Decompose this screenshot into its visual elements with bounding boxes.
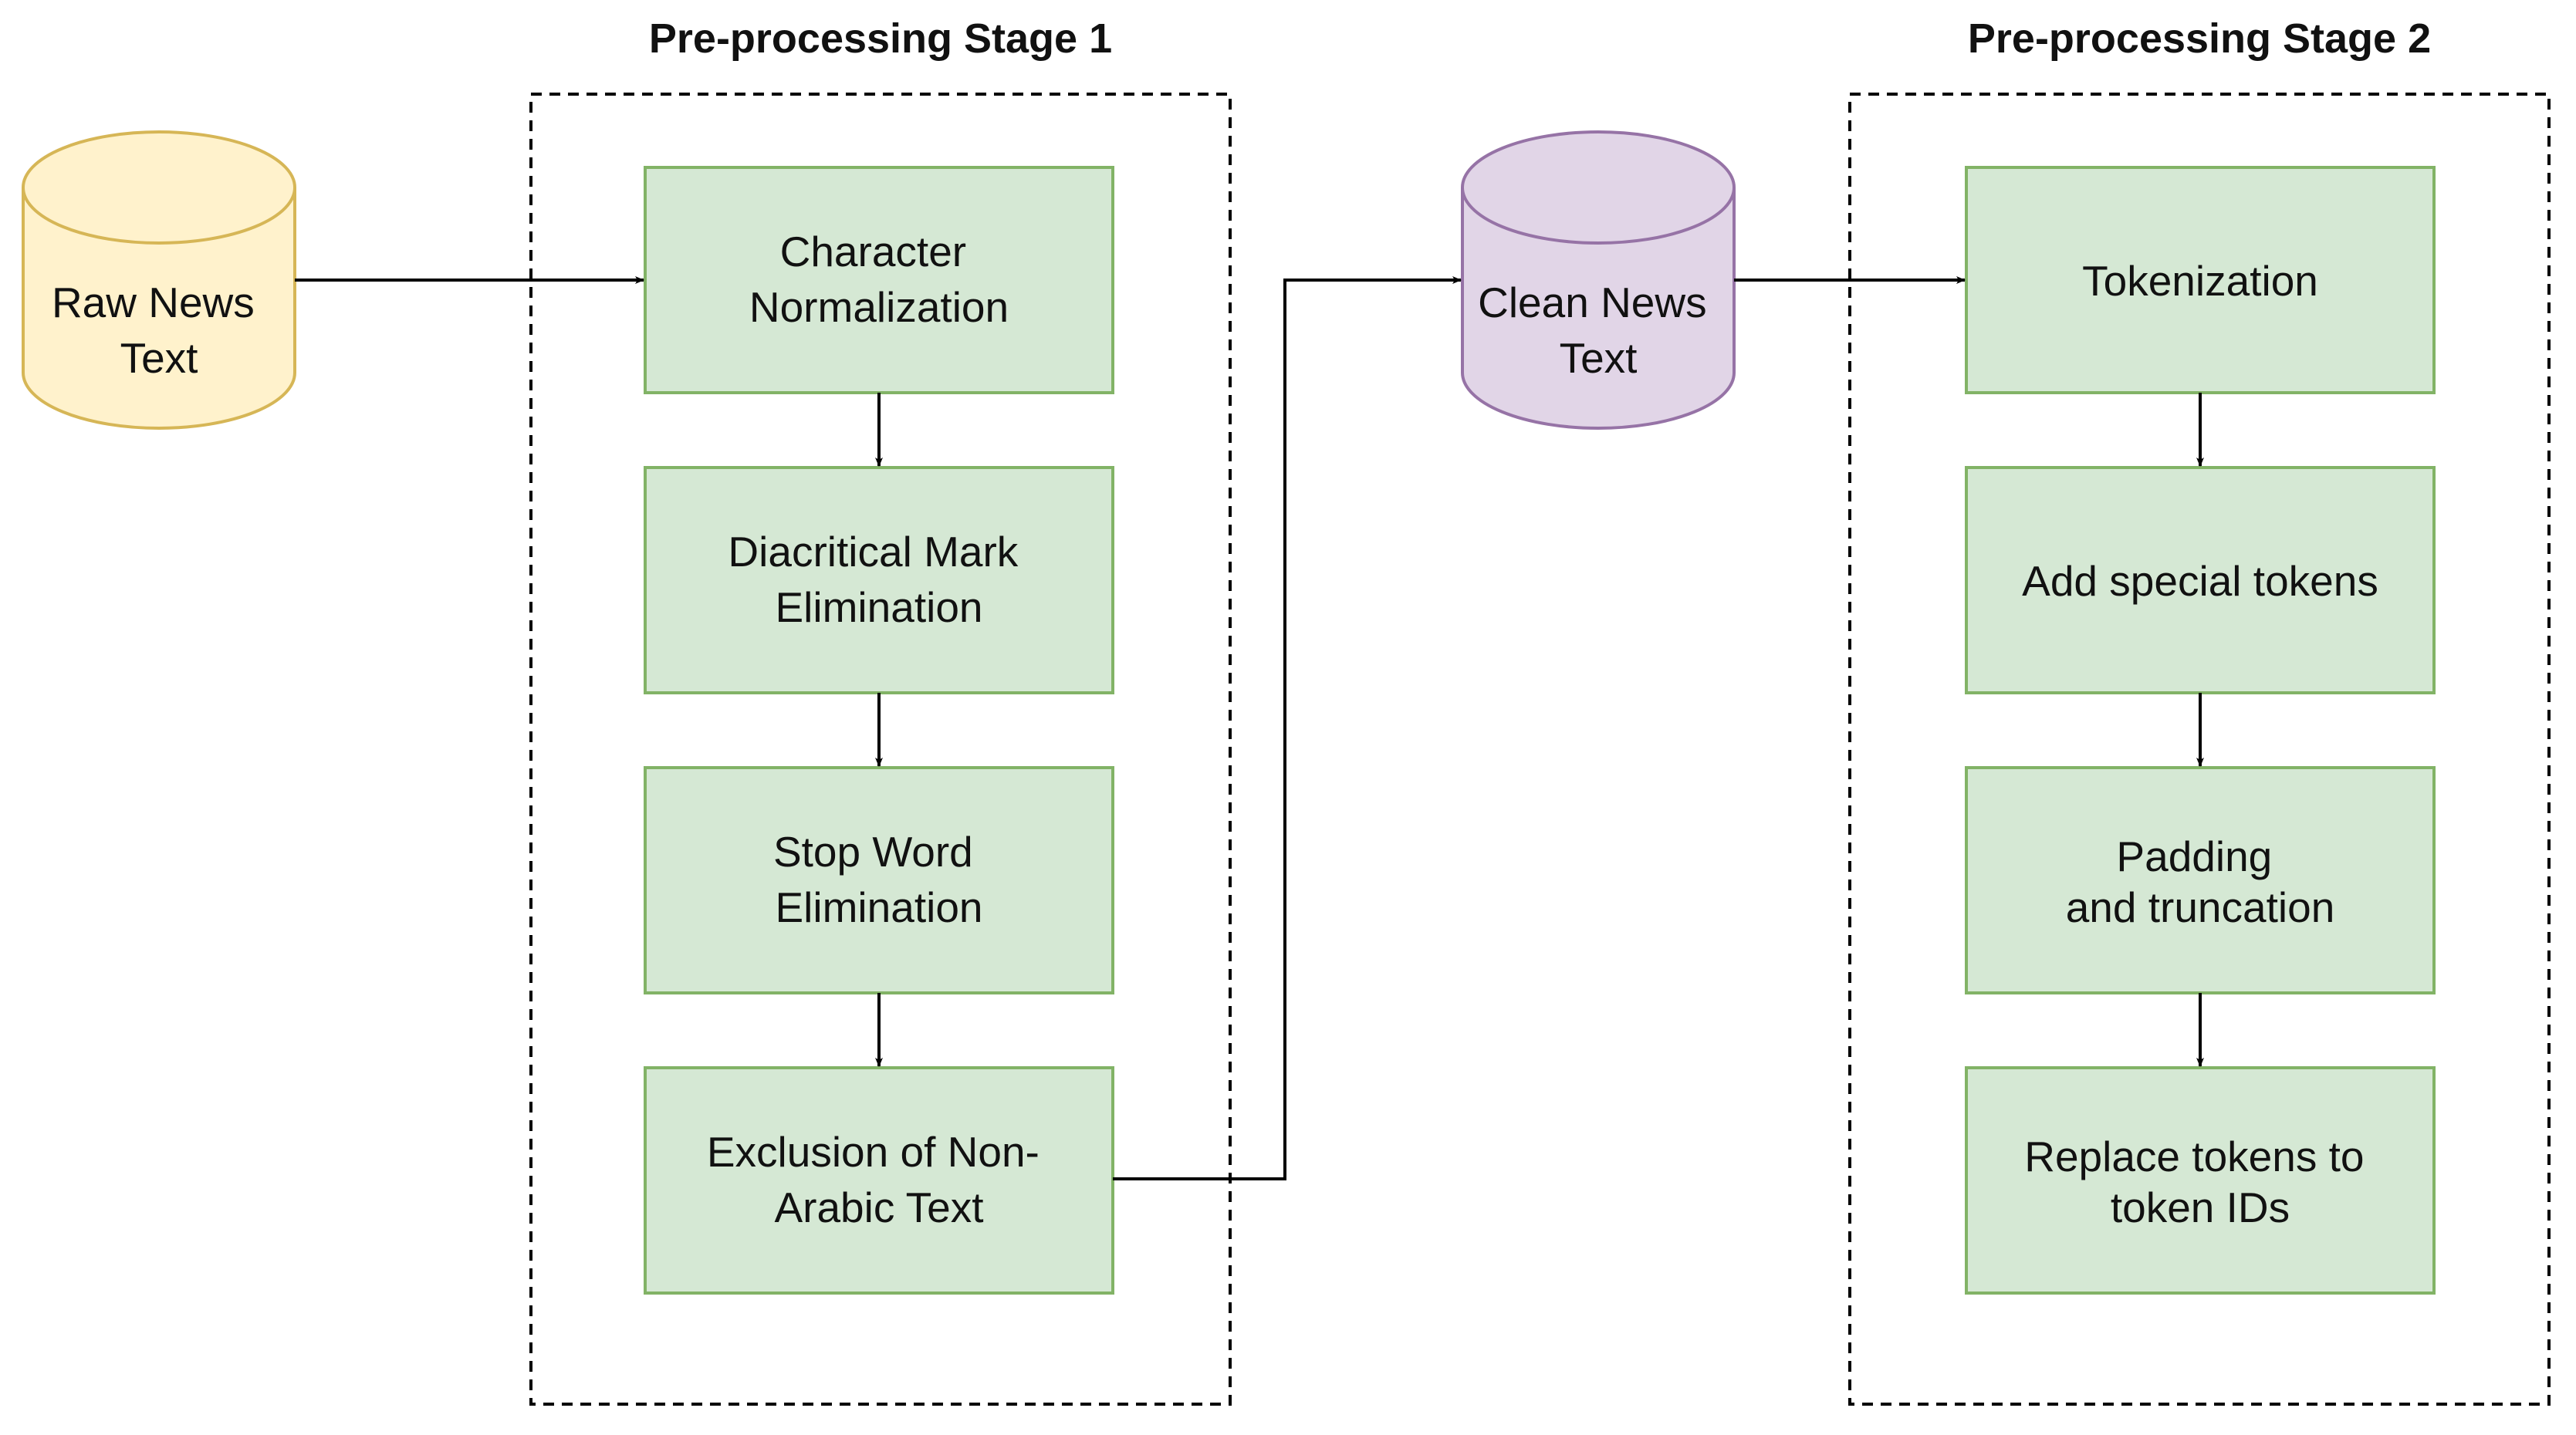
step-label-line-2: Arabic Text <box>774 1183 983 1231</box>
step-label: Add special tokens <box>2022 557 2378 605</box>
step-label: Padding and truncation <box>2066 832 2335 931</box>
clean-db-top <box>1461 130 1736 245</box>
raw-db-label: Raw News Text <box>52 279 266 382</box>
step-box <box>644 166 1114 394</box>
step-label-line-1: Exclusion of Non- <box>707 1128 1040 1176</box>
step-box <box>1965 1066 2436 1295</box>
step-label-line-1: Tokenization <box>2082 257 2318 305</box>
step-label: Stop Word Elimination <box>773 828 985 931</box>
step-label-line-1: Character <box>780 228 966 275</box>
step-label-line-1: Padding <box>2116 832 2272 880</box>
stage1-step-diacritical-elimination: Diacritical Mark Elimination <box>644 466 1114 694</box>
connectors <box>295 276 2204 1180</box>
step-box <box>644 1066 1114 1295</box>
clean-db-label: Clean News Text <box>1478 279 1719 382</box>
step-box <box>1965 466 2436 694</box>
stage2-step-padding-truncation: Padding and truncation <box>1965 766 2436 994</box>
stage1-title: Pre-processing Stage 1 <box>649 15 1112 62</box>
stage1-step-exclusion-non-arabic: Exclusion of Non- Arabic Text <box>644 1066 1114 1295</box>
step-label-line-2: Elimination <box>775 883 982 931</box>
step-label-line-2: Normalization <box>749 283 1009 331</box>
stage2-step-add-special-tokens: Add special tokens <box>1965 466 2436 694</box>
raw-db-body <box>22 187 296 430</box>
step-label: Replace tokens to token IDs <box>2024 1133 2376 1231</box>
clean-db-body <box>1461 187 1736 430</box>
clean-db-line-1: Clean News <box>1478 279 1707 326</box>
step-label: Exclusion of Non- Arabic Text <box>707 1128 1051 1231</box>
stage1-step-character-normalization: Character Normalization <box>644 166 1114 394</box>
clean-news-database: Clean News Text <box>1461 130 1736 430</box>
step-label-line-1: Diacritical Mark <box>728 528 1018 576</box>
step-label-line-2: Elimination <box>775 583 982 631</box>
step-label-line-1: Add special tokens <box>2022 557 2378 605</box>
step-label: Diacritical Mark Elimination <box>728 528 1029 631</box>
step-box <box>644 766 1114 994</box>
step-label-line-2: token IDs <box>2111 1183 2290 1231</box>
step-box <box>644 466 1114 694</box>
step-box <box>1965 766 2436 994</box>
step-label: Tokenization <box>2082 257 2318 305</box>
step-label-line-2: and truncation <box>2066 883 2335 931</box>
step-label-line-1: Stop Word <box>773 828 973 876</box>
raw-db-line-1: Raw News <box>52 279 255 326</box>
stage1-frame <box>529 93 1232 1406</box>
step-label-line-1: Replace tokens to <box>2024 1133 2364 1180</box>
raw-db-line-2: Text <box>120 334 198 382</box>
step-label: Character Normalization <box>749 228 1009 331</box>
raw-news-database: Raw News Text <box>22 130 296 430</box>
stage2-step-tokenization: Tokenization <box>1965 166 2436 394</box>
raw-db-top <box>22 130 296 245</box>
stage2-title: Pre-processing Stage 2 <box>1968 15 2431 62</box>
clean-db-line-2: Text <box>1560 334 1638 382</box>
stage2-frame <box>1848 93 2551 1406</box>
arrow-exclusion-to-clean <box>1113 276 1462 1180</box>
stage1-step-stop-word-elimination: Stop Word Elimination <box>644 766 1114 994</box>
stage2-step-replace-tokens: Replace tokens to token IDs <box>1965 1066 2436 1295</box>
